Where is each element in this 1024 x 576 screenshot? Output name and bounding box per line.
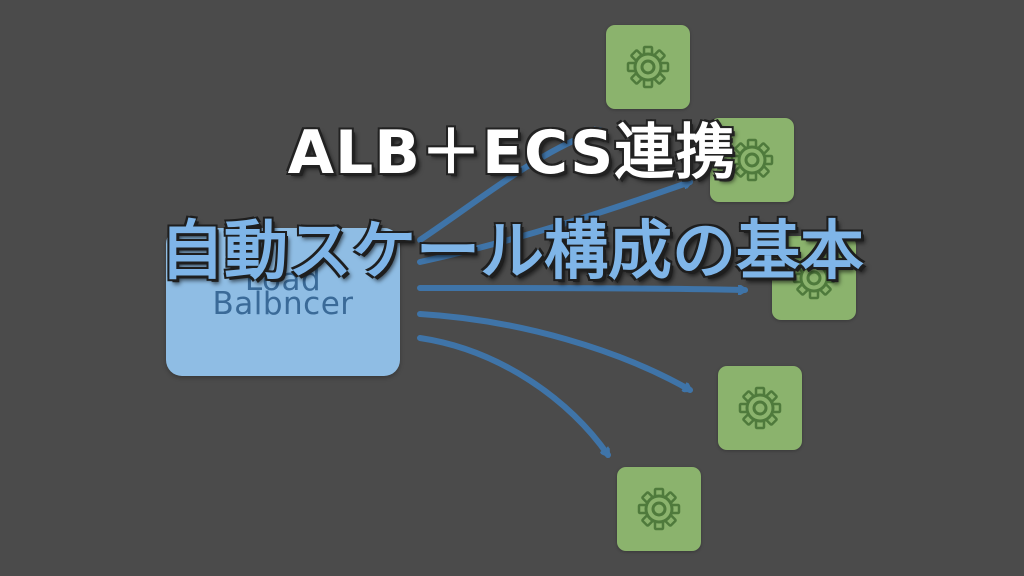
- ecs-task-1: [606, 25, 690, 109]
- title-line-1: ALB＋ECS連携: [287, 118, 737, 188]
- title-line-2: 自動スケール構成の基本: [160, 215, 864, 289]
- ecs-task-4: [718, 366, 802, 450]
- ecs-task-5: [617, 467, 701, 551]
- gear-icon: [737, 385, 783, 431]
- load-balancer-label-line2: Balbncer: [212, 286, 354, 322]
- arrow-to-task-3: [417, 288, 745, 290]
- arrow-to-task-4: [417, 311, 690, 393]
- ecs-task-2: [710, 118, 794, 202]
- gear-icon: [791, 255, 837, 301]
- arrow-to-task-5: [417, 335, 611, 455]
- load-balancer-label-line1: Load: [244, 262, 322, 298]
- gear-icon: [729, 137, 775, 183]
- gear-icon: [636, 486, 682, 532]
- load-balancer-box: Load Balbncer: [166, 228, 400, 376]
- ecs-task-3: [772, 236, 856, 320]
- arrow-to-task-1: [417, 130, 600, 243]
- arrow-to-task-2: [417, 182, 690, 265]
- gear-icon: [625, 44, 671, 90]
